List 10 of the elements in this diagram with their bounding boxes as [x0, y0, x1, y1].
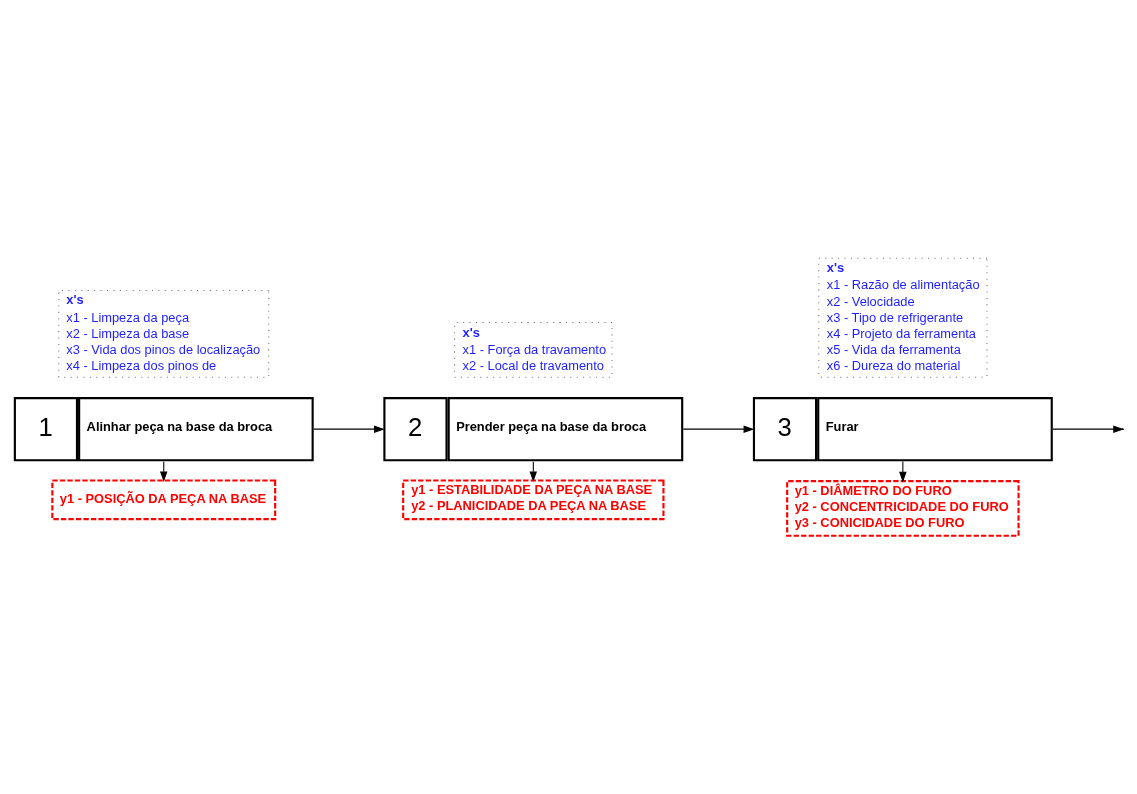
arrow	[1052, 425, 1124, 433]
node-box: x's x1 - Razão de alimentação x2 - Velocidade x3 - Tipo de refrigerante x4 - Projeto da ferramenta x5 - Vida da ferramenta x6 - Dureza do material	[818, 257, 988, 378]
node-box: x's x1 - Limpeza da peça x2 - Limpeza da base x3 - Vida dos pinos de localização x4 - Limpeza dos pinos de	[58, 289, 270, 378]
arrow	[682, 425, 755, 433]
node-box: x's x1 - Força da travamento x2 - Local de travamento	[454, 322, 613, 378]
arrow	[899, 460, 907, 483]
node-box: y1 - DIÂMETRO DO FURO y2 - CONCENTRICIDADE DO FURO y3 - CONICIDADE DO FURO	[786, 480, 1020, 537]
arrow	[313, 425, 385, 433]
node-box: y1 - POSIÇÃO DA PEÇA NA BASE	[51, 479, 277, 521]
node-box: y1 - ESTABILIDADE DA PEÇA NA BASE y2 - PLANICIDADE DA PEÇA NA BASE	[402, 479, 665, 521]
